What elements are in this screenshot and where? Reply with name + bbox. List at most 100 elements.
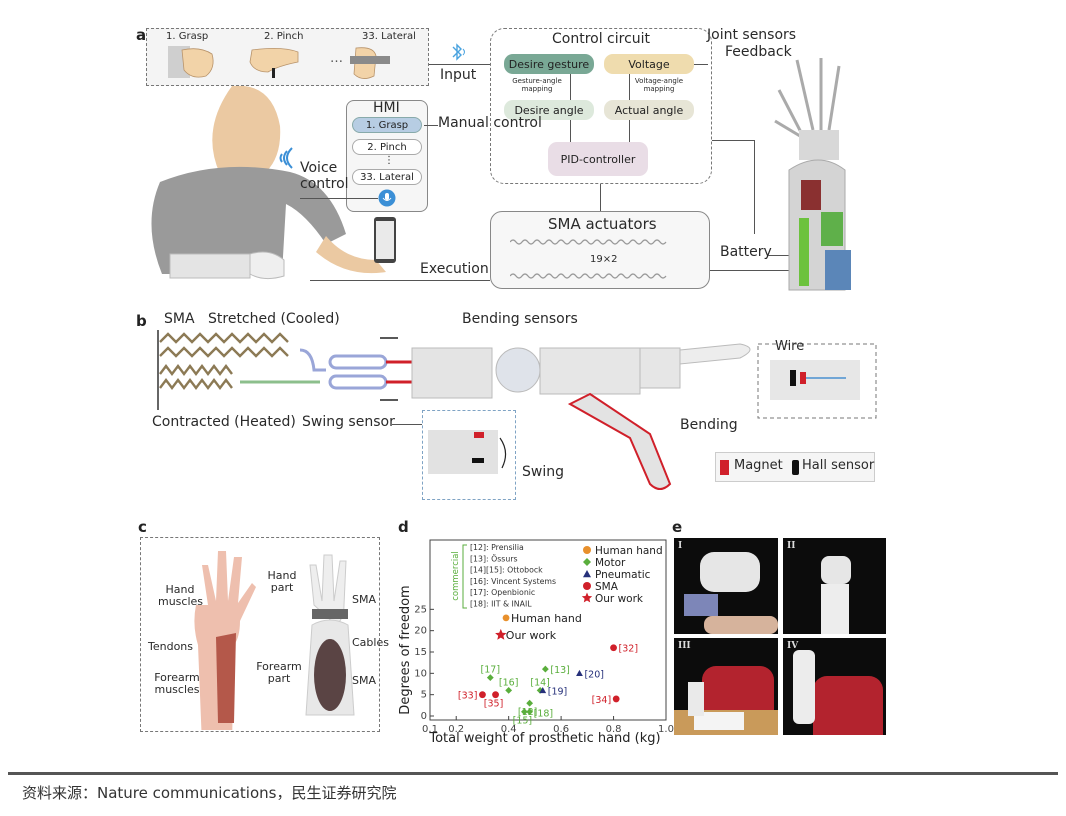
- sma-count-label: 19×2: [590, 254, 618, 265]
- swing-label: Swing: [522, 464, 564, 480]
- photo-iii-person: [702, 666, 774, 710]
- manual-control-line: [424, 125, 438, 126]
- data-point: [539, 687, 547, 694]
- magnet-swatch: [720, 460, 729, 475]
- bending-label: Bending: [680, 417, 738, 433]
- photo-tag-ii: II: [787, 541, 796, 551]
- pinch-object: [272, 68, 275, 78]
- circuit-to-arm-line: [712, 140, 754, 141]
- desire-angle-label: Desire angle: [514, 103, 584, 117]
- sma-actuators-label: SMA actuators: [548, 215, 657, 233]
- robot-battery: [825, 250, 851, 290]
- execution-line: [310, 280, 490, 281]
- head: [212, 86, 281, 174]
- data-point-label: [17]: [481, 665, 501, 676]
- swing-joint-body: [428, 430, 498, 474]
- gesture-angle-mapping-label: Gesture-angle mapping: [512, 77, 562, 93]
- legend-marker: [583, 558, 591, 566]
- pulley-bottom: [328, 374, 388, 390]
- feedback-label: Feedback: [725, 44, 792, 60]
- hmi-item-pinch[interactable]: 2. Pinch: [352, 139, 422, 155]
- data-point: [526, 708, 534, 716]
- prosthetic-arm-illustration: [305, 554, 355, 716]
- actual-angle-box: Actual angle: [604, 100, 694, 120]
- commercial-ref: [16]: Vincent Systems: [470, 577, 556, 586]
- bending-sensors-label: Bending sensors: [462, 311, 578, 327]
- commercial-ref: [12]: Prensilia: [470, 543, 524, 552]
- joint-sensors-label: Joint sensors: [707, 27, 797, 43]
- photo-tag-iii: III: [678, 641, 691, 651]
- data-point-label: [32]: [619, 644, 639, 655]
- feedback-line: [694, 64, 708, 65]
- data-point-label: Human hand: [511, 612, 582, 625]
- data-point: [610, 644, 617, 652]
- hmi-title: HMI: [373, 100, 400, 116]
- robot-pcb: [821, 212, 843, 246]
- legend-marker: [583, 582, 591, 590]
- sma-wires: [510, 239, 667, 279]
- voice-control-line: [300, 198, 378, 199]
- desire-angle-arrow: [570, 120, 571, 142]
- x-tick-label: 0.6: [553, 724, 569, 735]
- data-point-label: [35]: [484, 699, 504, 710]
- phone-icon: [374, 217, 396, 263]
- prosthetic-forearm: [169, 253, 251, 279]
- x-tick-label: 0.8: [606, 724, 622, 735]
- input-label: Input: [440, 67, 477, 83]
- plot-frame: [429, 539, 667, 721]
- legend-marker: [583, 546, 591, 554]
- data-point: [576, 669, 583, 677]
- legend-label: Pneumatic: [595, 569, 651, 581]
- hmi-item-grasp[interactable]: 1. Grasp: [352, 117, 422, 133]
- microphone-icon[interactable]: [378, 189, 396, 207]
- voltage-arrow: [629, 74, 630, 100]
- gesture-label-grasp: 1. Grasp: [166, 31, 209, 42]
- data-point: [505, 687, 513, 694]
- forearm-cables-sma: [314, 639, 346, 711]
- robot-connector-strip: [799, 218, 809, 286]
- data-point-label: Our work: [506, 629, 557, 642]
- data-point-label: [20]: [584, 669, 604, 680]
- swing-inset-illustration: [428, 430, 507, 474]
- photo-i: I: [674, 538, 778, 634]
- finger-mechanism-diagram: [157, 330, 877, 490]
- human-arm-anatomy: [194, 551, 256, 730]
- sma-wire-top: [510, 239, 667, 245]
- finger-joint: [495, 347, 541, 393]
- desire-angle-box: Desire angle: [504, 100, 594, 120]
- lateral-card: [350, 56, 390, 64]
- hmi-dots: ⋮: [384, 155, 394, 166]
- wire-inset-body: [770, 360, 860, 400]
- hmi-item-lateral[interactable]: 33. Lateral: [352, 169, 422, 185]
- prosthetic-hand: [249, 251, 285, 280]
- forearm-muscles-label: Forearm muscles: [154, 671, 200, 697]
- commercial-ref: [13]: Össurs: [470, 554, 518, 563]
- photo-iii-prosthetic: [688, 682, 704, 716]
- inset-magnet: [800, 372, 806, 384]
- commercial-refs: commercial [12]: Prensilia [13]: Össurs [14…: [451, 543, 556, 609]
- photo-i-hand: [700, 552, 760, 592]
- data-point: [486, 674, 494, 681]
- x-tick-label: 0.4: [501, 724, 517, 735]
- robotic-arm-illustration: [774, 58, 851, 291]
- control-circuit-title: Control circuit: [552, 31, 651, 47]
- panel-letter-b: b: [136, 312, 147, 330]
- actual-angle-label: Actual angle: [614, 103, 684, 117]
- stretched-label: Stretched (Cooled): [208, 311, 340, 327]
- data-point: [541, 665, 549, 673]
- commercial-ref: [18]: IIT & INAIL: [470, 600, 532, 609]
- commercial-ref: [14][15]: Ottobock: [470, 566, 543, 575]
- control-circuit-box: [490, 28, 712, 184]
- wrist-sma: [312, 609, 348, 619]
- circuit-to-arm-vline: [754, 140, 755, 234]
- pid-controller-label: PID-controller: [560, 152, 636, 166]
- photo-iii-paper: [694, 712, 744, 730]
- legend-label: SMA: [595, 581, 619, 593]
- commercial-label: commercial: [451, 551, 461, 601]
- desire-gesture-label: Desire gesture: [508, 57, 590, 71]
- data-point-label: [15]: [513, 716, 533, 727]
- y-axis-label: Degrees of freedom: [398, 585, 413, 714]
